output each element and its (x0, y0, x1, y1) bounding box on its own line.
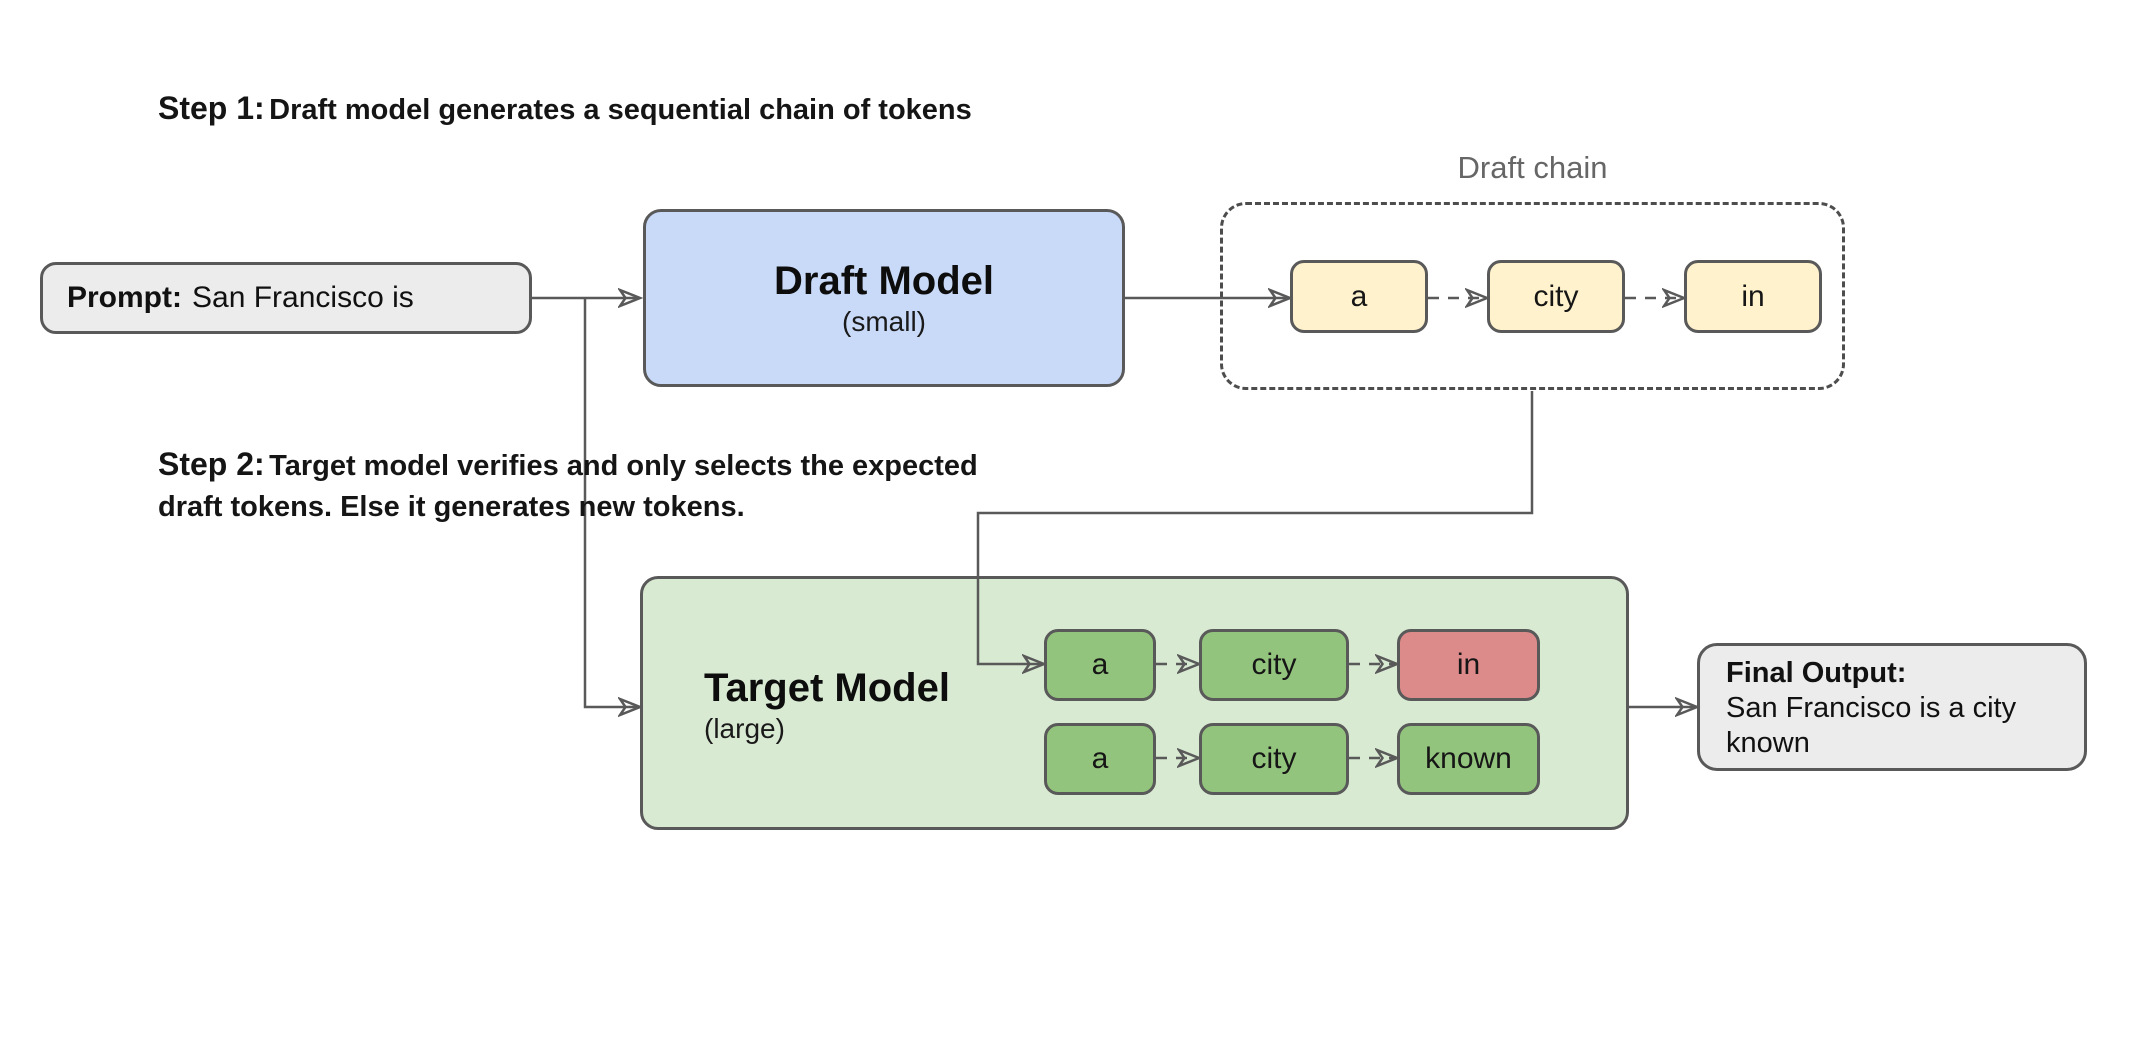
prompt-text: San Francisco is (192, 281, 414, 314)
draft-token-in: in (1684, 260, 1822, 333)
prompt-box: Prompt: San Francisco is (40, 262, 532, 334)
target-token-row2-city: city (1199, 723, 1349, 795)
target-model-label-block: Target Model (large) (704, 664, 950, 746)
target-token-row1-city: city (1199, 629, 1349, 701)
step2-text: Target model verifies and only selects t… (158, 450, 978, 523)
draft-token-city: city (1487, 260, 1625, 333)
target-token-row2-a: a (1044, 723, 1156, 795)
target-token-row1-in: in (1397, 629, 1540, 701)
final-output-text: San Francisco is a city known (1726, 692, 2017, 759)
final-output-label: Final Output: (1726, 657, 1907, 689)
target-model-title: Target Model (704, 666, 950, 710)
prompt-label: Prompt: (67, 281, 182, 314)
target-model-subtitle: (large) (704, 713, 785, 744)
draft-chain-label: Draft chain (1457, 150, 1608, 185)
step2-caption: Step 2: Target model verifies and only s… (158, 446, 988, 530)
draft-model-box: Draft Model (small) (643, 209, 1125, 387)
target-token-row1-a: a (1044, 629, 1156, 701)
draft-model-title: Draft Model (774, 259, 994, 303)
step1-caption: Step 1: Draft model generates a sequenti… (158, 90, 1058, 133)
draft-chain-container (1220, 202, 1845, 390)
step2-prefix: Step 2: (158, 446, 265, 482)
step1-prefix: Step 1: (158, 90, 265, 126)
step1-text: Draft model generates a sequential chain… (269, 94, 972, 126)
draft-token-a: a (1290, 260, 1428, 333)
draft-model-subtitle: (small) (842, 306, 926, 337)
final-output-box: Final Output: San Francisco is a city kn… (1697, 643, 2087, 771)
target-token-row2-known: known (1397, 723, 1540, 795)
